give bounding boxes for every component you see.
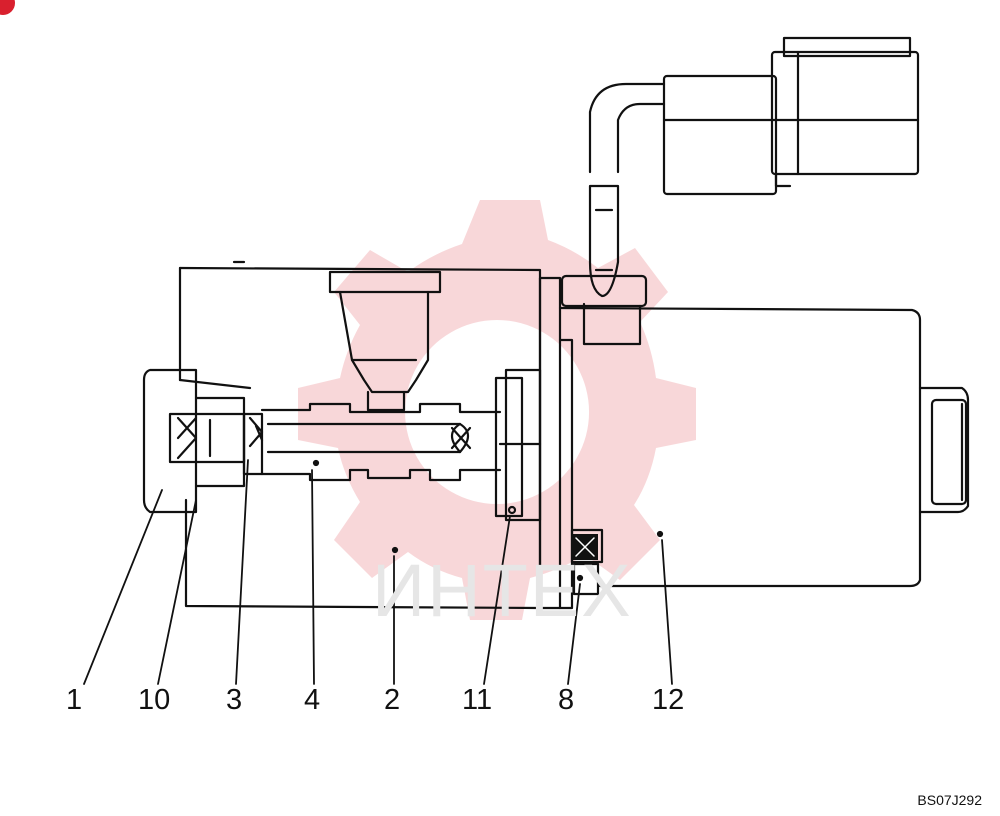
spool [260,402,502,482]
callout-11: 11 [462,684,493,716]
callout-12: 12 [652,684,685,716]
callout-10: 10 [138,684,171,716]
corner-badge [0,0,15,15]
cable-entry [560,184,648,346]
callout-3: 3 [226,684,243,716]
callout-2: 2 [384,684,401,716]
reference-code: BS07J292 [917,792,982,808]
plug [168,412,246,464]
valve-body [178,260,542,610]
callout-1: 1 [66,684,83,716]
callout-4: 4 [304,684,321,716]
override-plate [494,368,542,522]
cable-harness [588,36,920,196]
pilot-port [328,270,442,412]
terminal-box [572,534,598,560]
callout-8: 8 [558,684,575,716]
end-cap [142,368,246,514]
spring-seat [242,412,264,476]
watermark-text: ИНТЕХ [372,549,633,632]
leader-lines [83,459,673,685]
motor-body [558,306,970,588]
